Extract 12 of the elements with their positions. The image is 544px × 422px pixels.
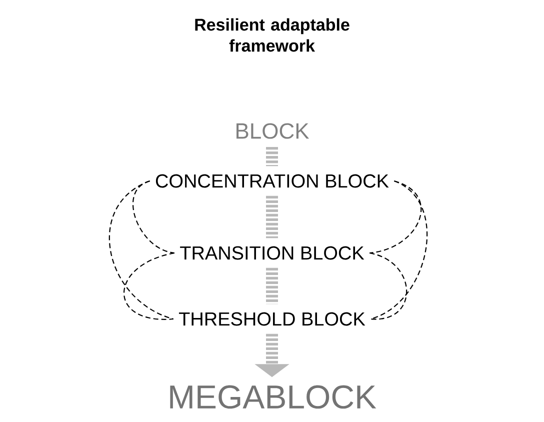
stage-label: CONCENTRATION BLOCK (156, 174, 389, 188)
dashed-curve (369, 252, 408, 320)
block-label: BLOCK (236, 123, 310, 139)
dashed-curve (108, 180, 174, 320)
dashed-curve (132, 180, 175, 254)
dashed-curve (123, 252, 175, 320)
dashed-curve (370, 180, 428, 320)
title: Resilient adaptable framework (195, 18, 350, 52)
result-label: MEGABLOCK (170, 385, 376, 409)
dashed-curve (369, 180, 422, 254)
stage-label: TRANSITION BLOCK (180, 246, 364, 260)
stage-label: THRESHOLD BLOCK (179, 312, 366, 326)
